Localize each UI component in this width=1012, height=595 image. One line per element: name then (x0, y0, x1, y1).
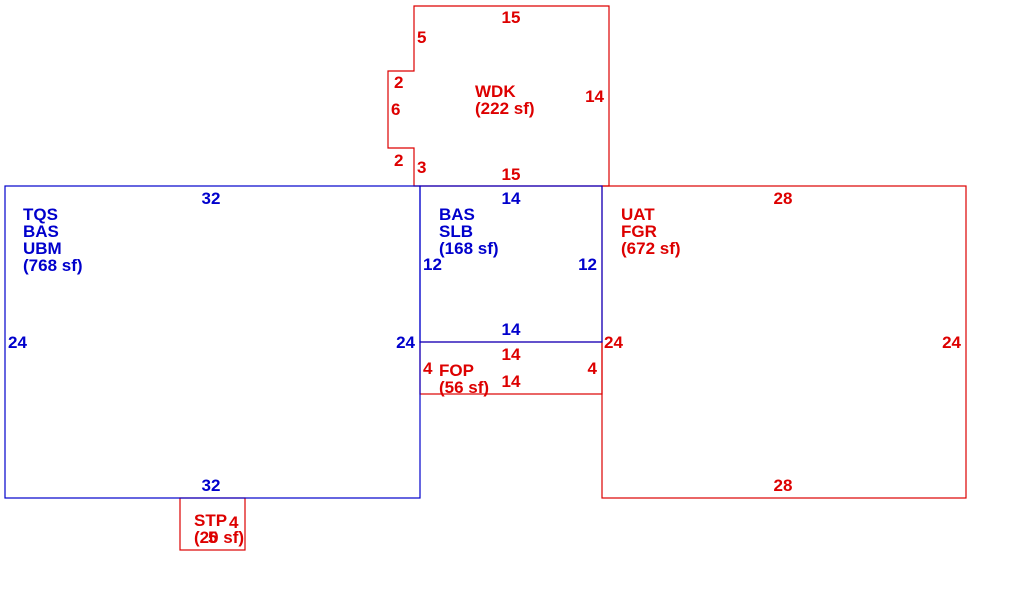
deck-dim-top: 15 (502, 8, 521, 27)
main-dim-right: 24 (396, 333, 415, 352)
main-dim-left: 24 (8, 333, 27, 352)
main-area: (768 sf) (23, 256, 83, 275)
porch-area: (56 sf) (439, 378, 489, 397)
main-living-outline (4, 185, 421, 499)
porch-dim-bottom: 14 (502, 372, 521, 391)
stoop-code: STP (194, 511, 227, 530)
slab-dim-top: 14 (502, 189, 521, 208)
porch-code: FOP (439, 361, 474, 380)
slab-code-1: BAS (439, 205, 475, 224)
porch-dim-left: 4 (423, 359, 433, 378)
deck-dim-right: 14 (585, 87, 604, 106)
slab-dim-right: 12 (578, 255, 597, 274)
main-dim-top: 32 (202, 189, 221, 208)
stoop-dim-width: 5 (208, 528, 217, 547)
garage-dim-bottom: 28 (774, 476, 793, 495)
garage-dim-right: 24 (942, 333, 961, 352)
porch-dim-top: 14 (502, 345, 521, 364)
garage-dim-top: 28 (774, 189, 793, 208)
deck-dim-left-lower: 3 (417, 158, 426, 177)
deck-dim-bottom: 15 (502, 165, 521, 184)
deck-code: WDK (475, 82, 516, 101)
slab-code-2: SLB (439, 222, 473, 241)
main-code-2: BAS (23, 222, 59, 241)
garage-dim-left: 24 (604, 333, 623, 352)
garage-code-2: FGR (621, 222, 657, 241)
stoop-dim-depth: 4 (229, 513, 239, 532)
deck-area: (222 sf) (475, 99, 535, 118)
main-dim-bottom: 32 (202, 476, 221, 495)
slab-area: (168 sf) (439, 239, 499, 258)
main-code-1: TQS (23, 205, 58, 224)
slab-dim-bottom: 14 (502, 320, 521, 339)
deck-dim-left-upper: 5 (417, 28, 426, 47)
deck-dim-notch-top: 2 (394, 73, 403, 92)
main-code-3: UBM (23, 239, 62, 258)
deck-dim-notch-bottom: 2 (394, 151, 403, 170)
garage-area: (672 sf) (621, 239, 681, 258)
stoop-area: (20 sf) (194, 528, 244, 547)
deck-outline (387, 5, 610, 187)
slab-outline (419, 185, 603, 343)
slab-dim-left: 12 (423, 255, 442, 274)
deck-dim-notch-side: 6 (391, 100, 400, 119)
garage-code-1: UAT (621, 205, 655, 224)
porch-dim-right: 4 (588, 359, 598, 378)
